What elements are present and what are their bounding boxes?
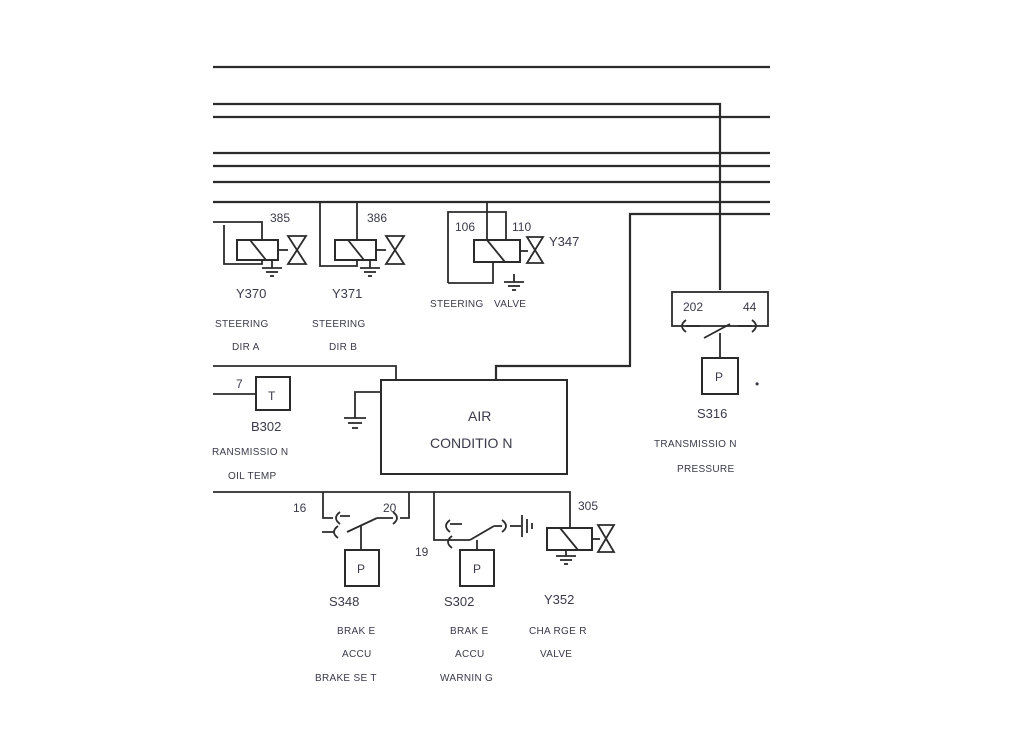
wire-number-left: 202 bbox=[683, 300, 703, 314]
valve-icon bbox=[596, 524, 616, 553]
ground-icon bbox=[344, 417, 366, 429]
wire-number-left: 16 bbox=[293, 501, 307, 515]
mark: • bbox=[755, 377, 759, 391]
component-label: BRAK E bbox=[450, 626, 489, 637]
component-label: STEERING bbox=[312, 319, 366, 330]
pressure-sensor-box bbox=[701, 357, 739, 395]
component-id: Y352 bbox=[544, 592, 574, 607]
ground-icon bbox=[556, 550, 576, 565]
component-label: CHA RGE R bbox=[529, 626, 587, 637]
aircon-label-1: AIR bbox=[468, 408, 491, 424]
valve-icon bbox=[525, 236, 545, 264]
switch-contact bbox=[703, 323, 731, 339]
sensor-symbol: P bbox=[473, 562, 481, 576]
temp-sensor-box bbox=[255, 376, 291, 411]
wire-number-left: 106 bbox=[455, 220, 475, 234]
wire-number: 7 bbox=[236, 377, 243, 391]
component-label: DIR B bbox=[329, 342, 357, 353]
sensor-symbol: P bbox=[715, 370, 723, 384]
component-id: S316 bbox=[697, 406, 727, 421]
valve-y370[interactable]: 385 Y370 STEERING DIR A bbox=[213, 211, 308, 353]
wire-number: 305 bbox=[578, 499, 598, 513]
component-id: S302 bbox=[444, 594, 474, 609]
valve-y371[interactable]: 386 Y371 STEERING DIR B bbox=[312, 201, 406, 353]
lower-bus-line bbox=[213, 491, 571, 528]
sensor-symbol: P bbox=[357, 562, 365, 576]
switch-s316[interactable]: P • 202 44 S316 TRANSMISSIO N PRESSURE bbox=[654, 291, 769, 475]
component-label: PRESSURE bbox=[677, 464, 734, 475]
component-id: Y347 bbox=[549, 234, 579, 249]
bus-line-8-to-aircon bbox=[494, 212, 770, 380]
ground-icon bbox=[504, 274, 524, 291]
air-condition-box bbox=[380, 379, 568, 475]
component-label: WARNIN G bbox=[440, 673, 493, 684]
sensor-b302[interactable]: T 7 B302 RANSMISSIO N OIL TEMP bbox=[212, 365, 397, 482]
switch-contact bbox=[469, 525, 495, 541]
component-label: VALVE bbox=[540, 649, 572, 660]
wire-number-right: 44 bbox=[743, 300, 757, 314]
switch-contact bbox=[346, 517, 378, 533]
component-label: BRAK E bbox=[337, 626, 376, 637]
wire-number-right: 110 bbox=[512, 220, 531, 234]
ground-icon bbox=[360, 260, 380, 277]
component-label: RANSMISSIO N bbox=[212, 447, 288, 458]
wire-number: 385 bbox=[270, 211, 290, 225]
ground-icon bbox=[262, 260, 282, 277]
component-label: BRAKE SE T bbox=[315, 673, 377, 684]
component-label: STEERING bbox=[430, 299, 484, 310]
component-label: TRANSMISSIO N bbox=[654, 439, 737, 450]
valve-icon bbox=[384, 235, 406, 265]
wire-number-right: 20 bbox=[383, 501, 397, 515]
component-label: ACCU bbox=[455, 649, 485, 660]
valve-y347[interactable]: 106 110 Y347 STEERING VALVE bbox=[430, 202, 579, 310]
component-id: B302 bbox=[251, 419, 281, 434]
component-id: Y371 bbox=[332, 286, 362, 301]
component-id: Y370 bbox=[236, 286, 266, 301]
wire-number: 386 bbox=[367, 211, 387, 225]
aircon-label-2: CONDITIO N bbox=[430, 435, 512, 451]
component-id: S348 bbox=[329, 594, 359, 609]
component-label: STEERING bbox=[215, 319, 269, 330]
valve-icon bbox=[286, 235, 308, 265]
air-condition-unit[interactable]: AIR CONDITIO N bbox=[344, 379, 568, 475]
bus-line-2-to-s316 bbox=[213, 102, 722, 290]
pressure-sensor-box bbox=[344, 549, 380, 587]
sensor-symbol: T bbox=[268, 389, 276, 403]
component-label: OIL TEMP bbox=[228, 471, 277, 482]
ground-icon bbox=[521, 515, 533, 537]
component-label: DIR A bbox=[232, 342, 260, 353]
wire-number: 19 bbox=[415, 545, 429, 559]
pressure-sensor-box bbox=[459, 549, 495, 587]
switch-s302[interactable]: P 19 S302 BRAK E ACCU WARNIN G bbox=[415, 492, 533, 684]
component-label: VALVE bbox=[494, 299, 526, 310]
switch-s348[interactable]: P 16 20 S348 BRAK E ACCU BRAKE SE T bbox=[293, 492, 410, 684]
bus-lines bbox=[213, 65, 770, 380]
component-label: ACCU bbox=[342, 649, 372, 660]
valve-y352[interactable]: 305 Y352 CHA RGE R VALVE bbox=[529, 499, 616, 660]
